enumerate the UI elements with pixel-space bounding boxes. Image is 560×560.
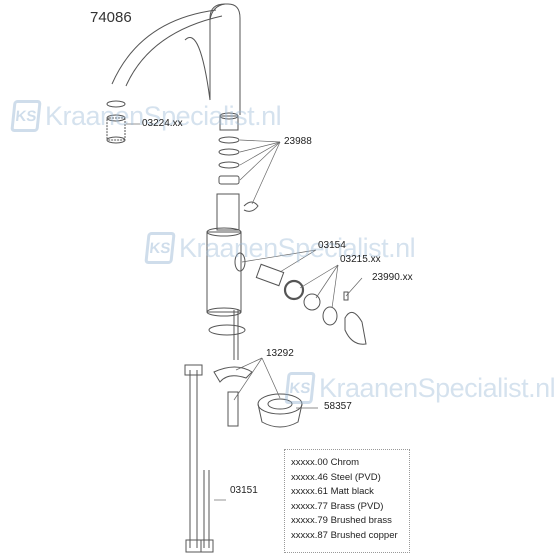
- spout-arc: [111, 9, 223, 87]
- o-ring-1: [218, 136, 240, 144]
- lever-part: [344, 311, 367, 345]
- part-label-base-ring: 58357: [324, 401, 352, 412]
- legend-item: xxxxx.87 Brushed copper: [291, 529, 398, 541]
- part-label-cartridge-cover: 03154: [318, 240, 346, 251]
- o-ring-2: [218, 148, 240, 156]
- o-ring-4: [218, 175, 240, 185]
- o-ring-3: [218, 161, 240, 169]
- part-label-cartridge: 03215.xx: [340, 254, 381, 265]
- legend-item: xxxxx.79 Brushed brass: [291, 515, 392, 526]
- ks-logo-icon: KS: [284, 372, 316, 404]
- legend-item: xxxxx.61 Matt black: [291, 486, 374, 497]
- watermark-1: KS KraanenSpecialist.nl: [10, 100, 282, 132]
- spout: [184, 3, 241, 115]
- part-label-aerator: 03224.xx: [142, 118, 183, 129]
- article-number: 74086: [90, 9, 132, 26]
- part-label-mounting-set: 13292: [266, 348, 294, 359]
- aerator-part: [106, 100, 126, 144]
- cartridge-cover-part: [255, 263, 285, 287]
- watermark-text: KraanenSpecialist.nl: [319, 372, 556, 403]
- watermark-text: KraanenSpecialist.nl: [45, 100, 282, 131]
- watermark-2: KS KraanenSpecialist.nl: [144, 232, 416, 264]
- mounting-plate: [213, 366, 253, 383]
- finish-legend: xxxxx.00 Chrom xxxxx.46 Steel (PVD) xxxx…: [284, 449, 410, 553]
- part-label-lever: 23990.xx: [372, 272, 413, 283]
- legend-item: xxxxx.00 Chrom: [291, 457, 360, 468]
- watermark-text: KraanenSpecialist.nl: [179, 232, 416, 263]
- ks-logo-icon: KS: [10, 100, 42, 132]
- watermark-3: KS KraanenSpecialist.nl: [284, 372, 556, 404]
- ks-logo-icon: KS: [144, 232, 176, 264]
- legend-item: xxxxx.46 Steel (PVD): [291, 471, 381, 483]
- clip: [243, 201, 259, 212]
- base-ring-part: [257, 393, 303, 428]
- part-label-hoses: 03151: [230, 485, 258, 496]
- cartridge-part: [283, 279, 305, 301]
- part-label-o-rings: 23988: [284, 136, 312, 147]
- legend-item: xxxxx.77 Brass (PVD): [291, 500, 384, 512]
